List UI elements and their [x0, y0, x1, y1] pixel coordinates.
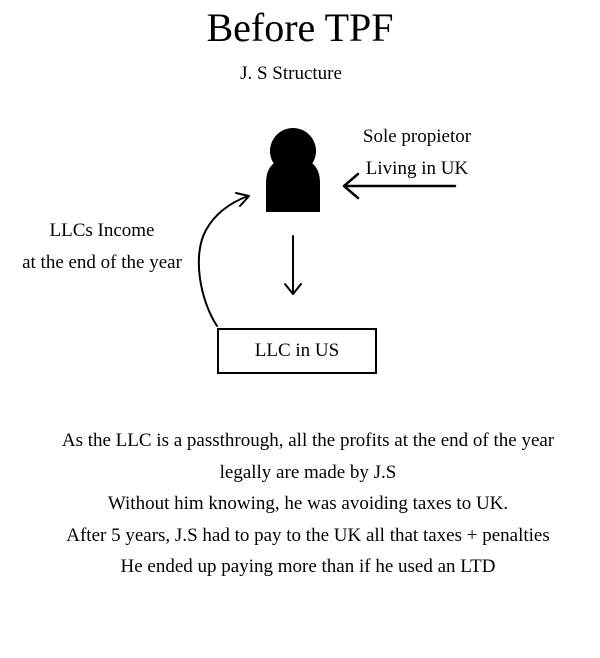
income-curved-arrow: [197, 192, 250, 327]
llc-income-label: LLCs Income at the end of the year: [6, 215, 198, 279]
structure-diagram: [197, 128, 457, 327]
person-silhouette-icon: [266, 128, 320, 212]
explanation-line: He ended up paying more than if he used …: [120, 556, 496, 577]
down-arrow: [284, 235, 302, 295]
explanation-line: Without him knowing, he was avoiding tax…: [107, 493, 509, 514]
explanation-text: As the LLC is a passthrough, all the pro…: [0, 425, 600, 583]
explanation-line: legally are made by J.S: [219, 461, 397, 483]
sole-proprietor-label-line1: Sole propietor: [362, 126, 472, 147]
incoming-arrow: [342, 172, 457, 200]
sole-proprietor-label: Sole propietor Living in UK: [352, 121, 482, 185]
sole-proprietor-label-line2: Living in UK: [365, 158, 469, 179]
explanation-line: As the LLC is a passthrough, all the pro…: [61, 430, 555, 451]
structure-subtitle: J. S Structure: [240, 63, 342, 84]
llc-income-label-line2: at the end of the year: [22, 252, 182, 273]
llc-us-box: LLC in US: [217, 328, 377, 374]
explanation-line: After 5 years, J.S had to pay to the UK …: [66, 524, 550, 546]
llc-income-label-line1: LLCs Income: [49, 220, 155, 241]
page-title: Before TPF: [206, 5, 394, 50]
